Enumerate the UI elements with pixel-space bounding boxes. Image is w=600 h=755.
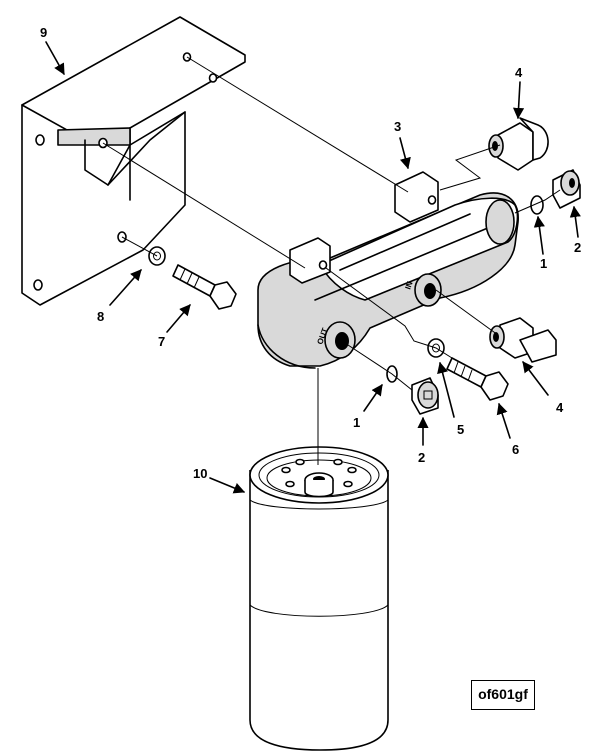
reference-code-box: of601gf [471,680,535,710]
callout-1-lower: 1 [353,415,360,430]
filter-head: OUT IN [257,171,519,369]
callout-8: 8 [97,309,104,324]
capscrew-lower [446,357,509,401]
o-ring-upper [530,195,544,215]
mounting-bracket [21,16,246,306]
callout-2-upper: 2 [574,240,581,255]
assembly-guide-lines [102,56,561,465]
callout-3: 3 [394,119,401,134]
plug-lower [411,377,439,415]
callout-arrows [45,41,581,494]
callout-2-lower: 2 [418,450,425,465]
callout-1-upper: 1 [540,256,547,271]
callout-4-lower: 4 [556,400,564,415]
elbow-fitting-lower [489,317,557,363]
callout-6: 6 [512,442,519,457]
callout-4-upper: 4 [515,65,523,80]
callout-numbers: 9 3 4 2 1 8 7 4 1 5 2 6 10 [40,25,581,481]
in-port-label: IN [403,280,414,291]
filter-cartridge [249,446,389,751]
callout-7: 7 [158,334,165,349]
callout-5: 5 [457,422,464,437]
callout-9: 9 [40,25,47,40]
capscrew-bracket [172,264,237,310]
elbow-fitting-upper [488,117,549,171]
plug-upper [552,169,581,209]
callout-10: 10 [193,466,207,481]
